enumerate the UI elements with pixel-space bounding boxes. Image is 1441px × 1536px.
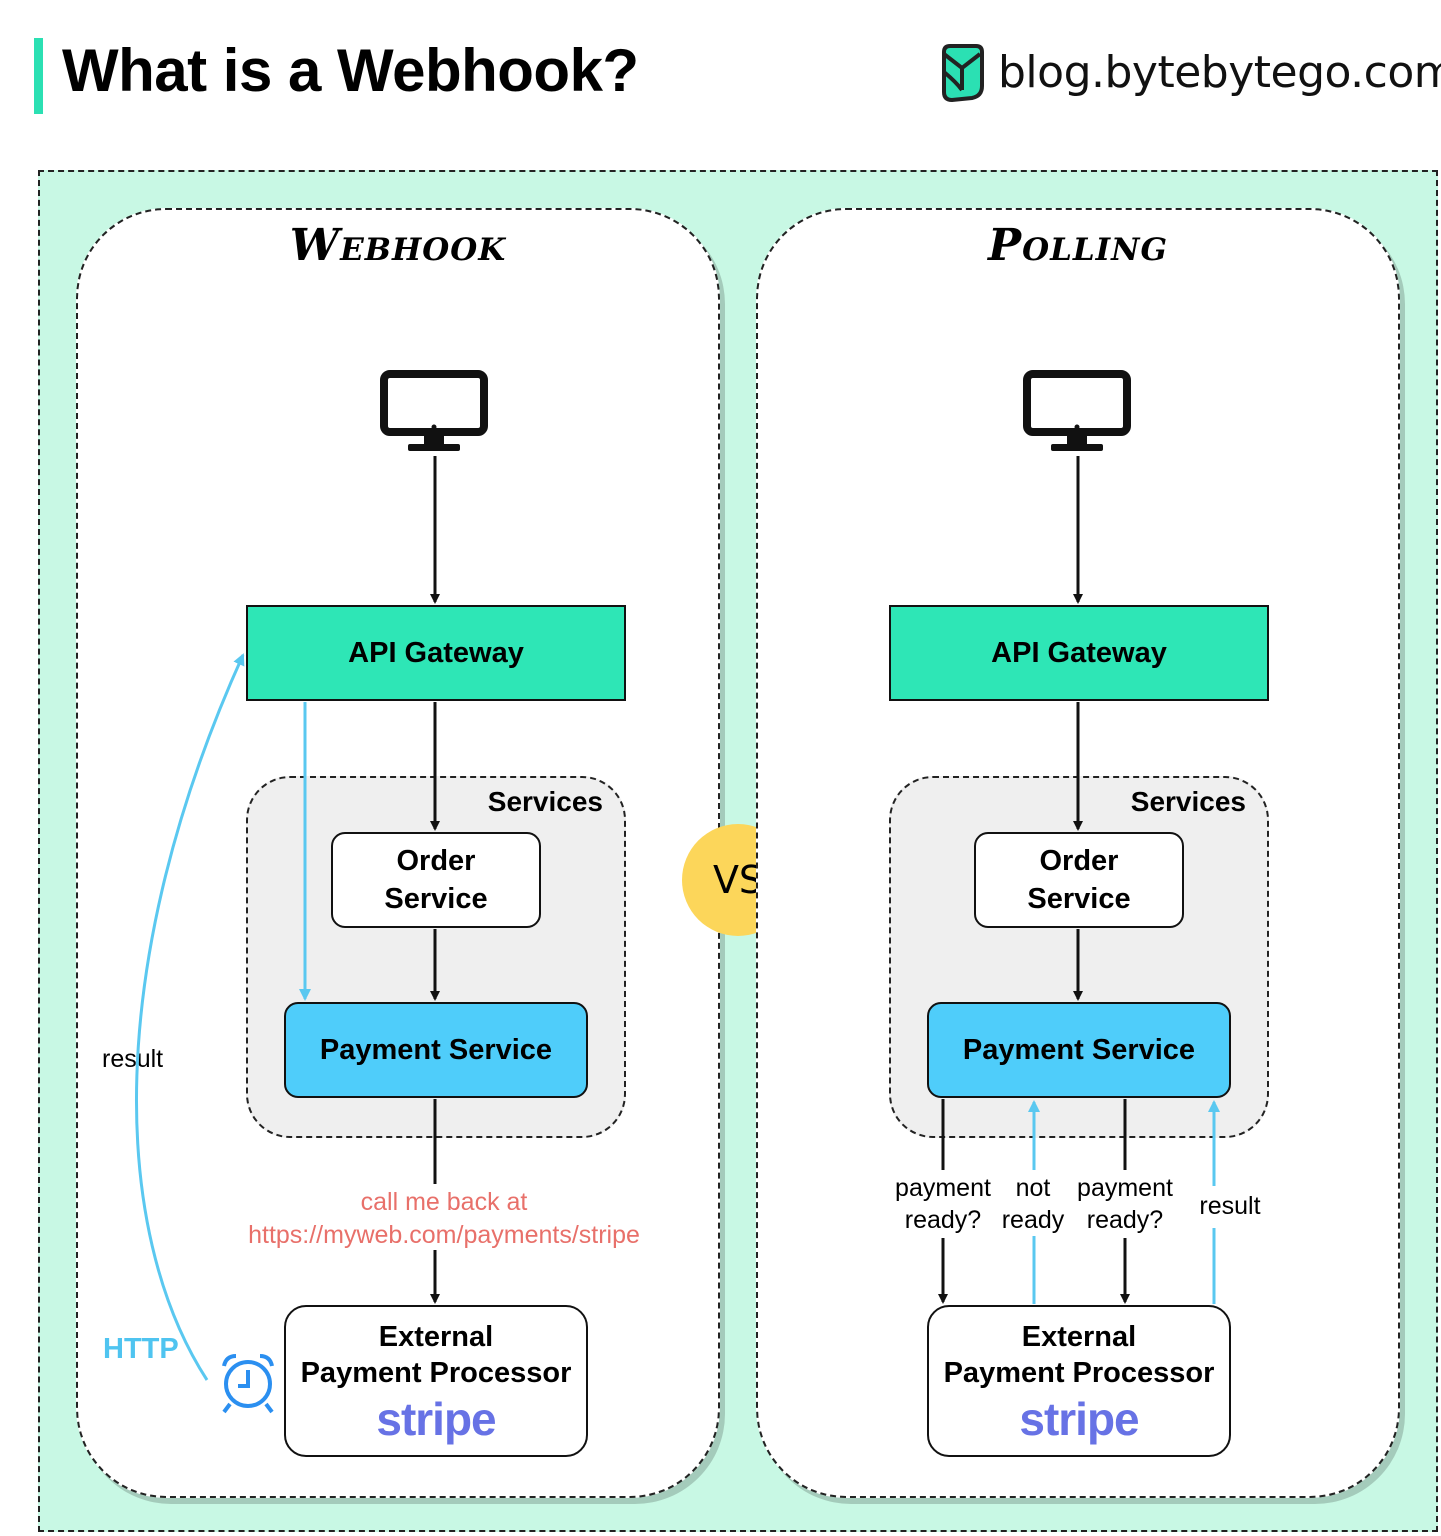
- polling-not-ready-label: not ready: [996, 1172, 1070, 1236]
- polling-result-label: result: [1199, 1192, 1261, 1220]
- webhook-services-label: Services: [487, 786, 603, 817]
- external-line1: External: [1021, 1321, 1137, 1353]
- order-service-line2: Service: [384, 883, 488, 915]
- webhook-order-service[interactable]: Order Service: [331, 832, 541, 928]
- webhook-title: Webhook: [289, 220, 507, 271]
- webhook-callback-label: call me back at https://myweb.com/paymen…: [226, 1186, 662, 1252]
- webhook-payment-service[interactable]: Payment Service: [284, 1002, 588, 1098]
- stripe-logo: stripe: [376, 1393, 496, 1445]
- monitor-icon: [1023, 370, 1131, 451]
- polling-title: Polling: [988, 220, 1168, 271]
- external-line1: External: [378, 1321, 494, 1353]
- not-ready-line2: ready: [1001, 1206, 1065, 1234]
- ask1-line1: payment: [895, 1174, 991, 1202]
- order-service-line1: Order: [396, 845, 476, 877]
- webhook-external-processor[interactable]: External Payment Processor stripe: [284, 1305, 588, 1457]
- monitor-icon: [380, 370, 488, 451]
- title-accent-bar: [34, 38, 43, 114]
- polling-ask-label-2: payment ready?: [1068, 1172, 1182, 1236]
- alarm-clock-icon: [222, 1354, 274, 1414]
- webhook-result-label: result: [102, 1045, 164, 1073]
- polling-order-service[interactable]: Order Service: [974, 832, 1184, 928]
- polling-external-processor[interactable]: External Payment Processor stripe: [927, 1305, 1231, 1457]
- polling-api-gateway[interactable]: API Gateway: [889, 605, 1269, 701]
- ask1-line2: ready?: [904, 1206, 982, 1234]
- order-service-line1: Order: [1039, 845, 1119, 877]
- callback-url: https://myweb.com/payments/stripe: [248, 1221, 640, 1249]
- stripe-logo: stripe: [1019, 1393, 1139, 1445]
- arrow-http-result: [134, 653, 245, 1381]
- external-line2: Payment Processor: [943, 1357, 1215, 1389]
- ask2-line1: payment: [1077, 1174, 1173, 1202]
- order-service-line2: Service: [1027, 883, 1131, 915]
- polling-payment-service[interactable]: Payment Service: [927, 1002, 1231, 1098]
- brand[interactable]: blog.bytebytego.com: [938, 40, 1441, 104]
- brand-text: blog.bytebytego.com: [998, 46, 1441, 98]
- http-label: HTTP: [103, 1333, 179, 1365]
- polling-ask-label-1: payment ready?: [886, 1172, 1000, 1236]
- page-title: What is a Webhook?: [62, 37, 639, 104]
- not-ready-line1: not: [1015, 1174, 1051, 1202]
- external-line2: Payment Processor: [300, 1357, 572, 1389]
- ask2-line2: ready?: [1086, 1206, 1164, 1234]
- bytebytego-logo-icon: [942, 44, 984, 102]
- callback-line1: call me back at: [360, 1188, 528, 1216]
- webhook-api-gateway[interactable]: API Gateway: [246, 605, 626, 701]
- polling-services-label: Services: [1130, 786, 1246, 817]
